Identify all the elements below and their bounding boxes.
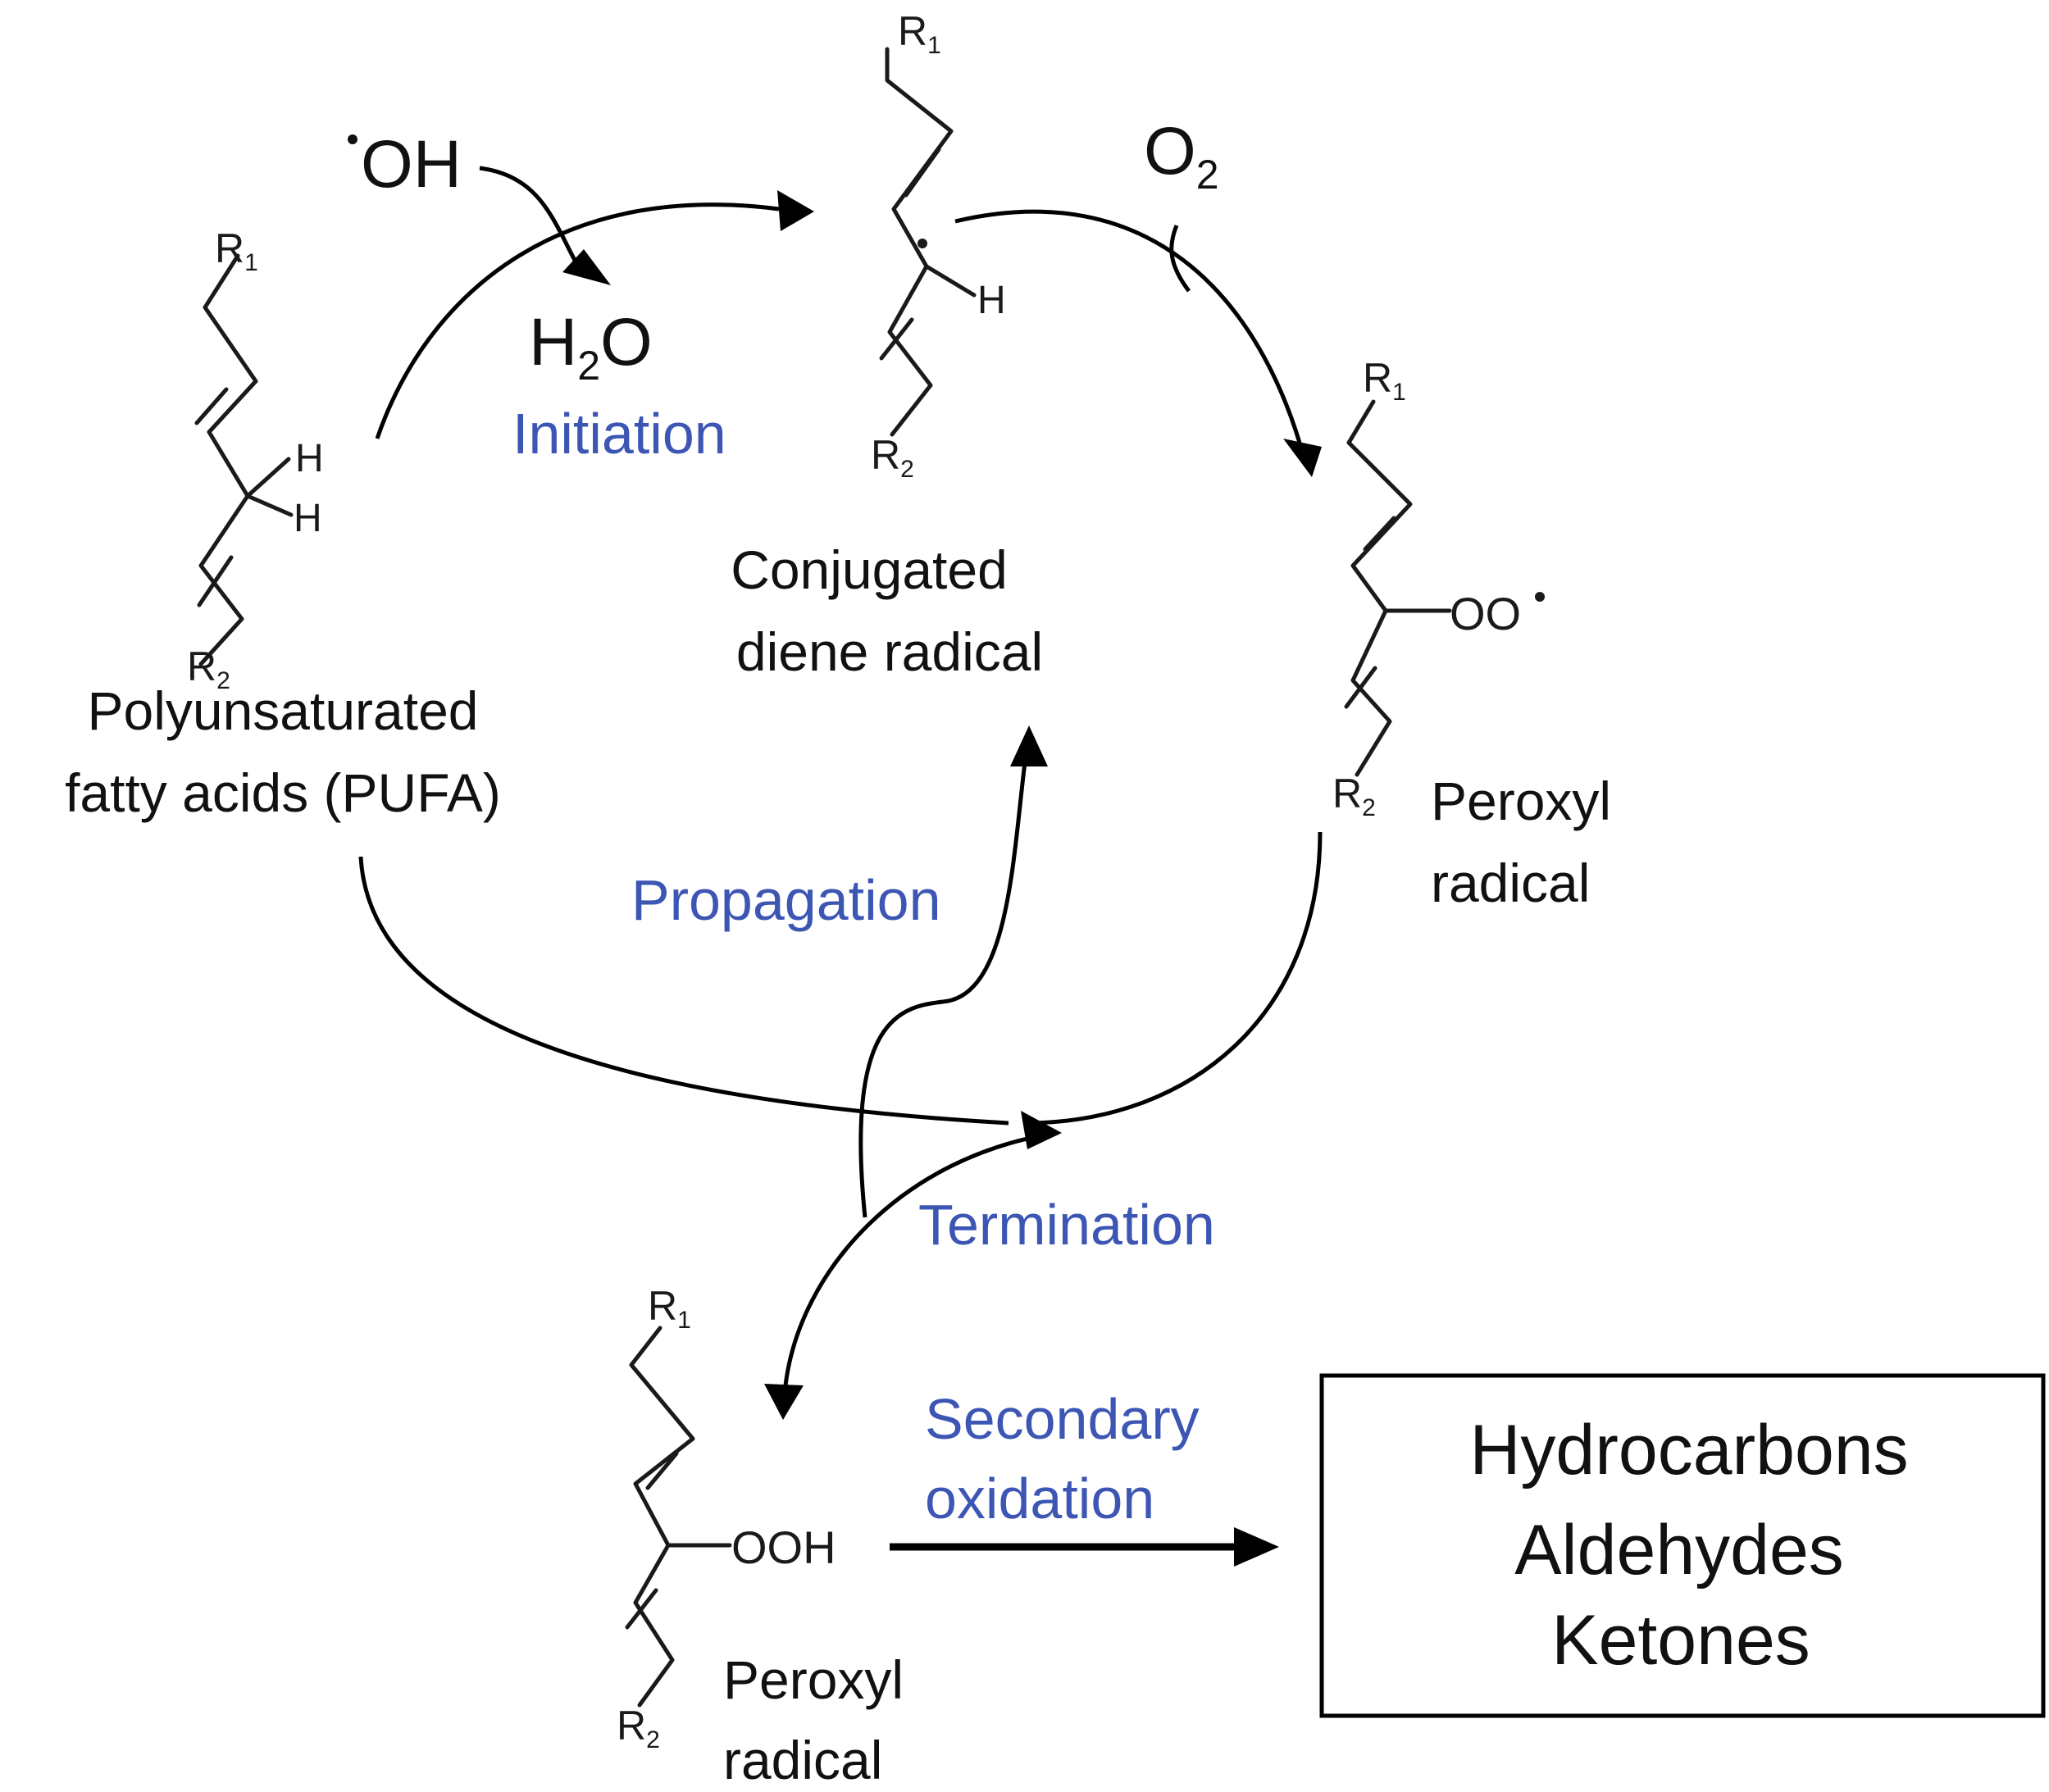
termination-arrowhead (1021, 1111, 1062, 1149)
oxygen-label: O2 (1144, 114, 1219, 198)
stage-initiation-label: Initiation (512, 402, 726, 466)
peroxyl-bottom-structure: R1 OOH R2 (617, 1283, 836, 1753)
diene-r1-label: R1 (898, 8, 941, 59)
stage-propagation-label: Propagation (631, 868, 941, 932)
stage-secondary-line2: oxidation (925, 1467, 1154, 1530)
product-hydrocarbons: Hydrocarbons (1469, 1411, 1908, 1490)
peroxyl-bottom-r1-label: R1 (648, 1283, 691, 1334)
oxygenation-arrow (954, 209, 1302, 443)
stage-secondary-line1: Secondary (925, 1387, 1200, 1451)
peroxyl-bottom-name-line1: Peroxyl (723, 1649, 904, 1710)
pufa-name-line2: fatty acids (PUFA) (65, 762, 501, 823)
diene-name-line2: diene radical (736, 621, 1043, 682)
peroxyl-top-r2-label: R2 (1332, 771, 1376, 821)
product-aldehydes: Aldehydes (1514, 1511, 1844, 1590)
diene-name-line1: Conjugated (731, 539, 1008, 600)
pufa-name-line1: Polyunsaturated (88, 680, 479, 741)
diene-radical-dot (917, 239, 927, 248)
peroxyl-top-name-line2: radical (1431, 853, 1590, 913)
peroxyl-top-group-label: OO (1450, 588, 1521, 639)
propagation-arrowhead (1010, 725, 1048, 766)
pufa-r2-label: R2 (187, 644, 230, 694)
peroxyl-top-structure: R1 OO R2 (1332, 355, 1545, 821)
peroxyl-top-radical-dot (1535, 592, 1545, 602)
oh-to-water-arrow (479, 166, 581, 268)
peroxyl-bottom-r2-label: R2 (617, 1703, 660, 1753)
pufa-r1-label: R1 (215, 225, 258, 276)
oh-radical-dot (348, 134, 357, 144)
product-ketones: Ketones (1551, 1601, 1810, 1680)
propagation-arrow (858, 762, 1027, 1218)
oh-to-water-arrowhead (562, 249, 611, 285)
termination-arc-right (1024, 831, 1323, 1126)
pufa-h1-label: H (295, 437, 324, 480)
diene-h-label: H (977, 279, 1006, 322)
products-box (1319, 1373, 2046, 1718)
arrows (358, 166, 1323, 1567)
diene-structure: R1 H R2 (871, 8, 1006, 483)
oxygenation-arrowhead (1283, 439, 1322, 477)
secondary-oxidation-arrowhead (1234, 1527, 1279, 1567)
pufa-h2-label: H (294, 497, 322, 540)
pufa-structure: R1 H H R2 (187, 225, 324, 694)
water-label: H2O (529, 305, 653, 389)
hydroperoxide-arrowhead (764, 1384, 804, 1420)
peroxyl-bottom-group-label: OOH (731, 1521, 836, 1573)
stage-termination-label: Termination (918, 1193, 1215, 1257)
diene-r2-label: R2 (871, 432, 914, 483)
termination-arc-left (358, 856, 1009, 1126)
peroxyl-top-name-line1: Peroxyl (1431, 771, 1611, 831)
peroxyl-bottom-name-line2: radical (723, 1730, 882, 1790)
initiation-arrowhead (777, 190, 814, 231)
oxygen-join-arrow (1169, 225, 1191, 293)
peroxyl-top-r1-label: R1 (1363, 355, 1406, 406)
hydroperoxide-arrow (783, 1130, 1059, 1386)
hydroxyl-radical-label: OH (361, 127, 462, 202)
initiation-arrow (375, 202, 780, 439)
